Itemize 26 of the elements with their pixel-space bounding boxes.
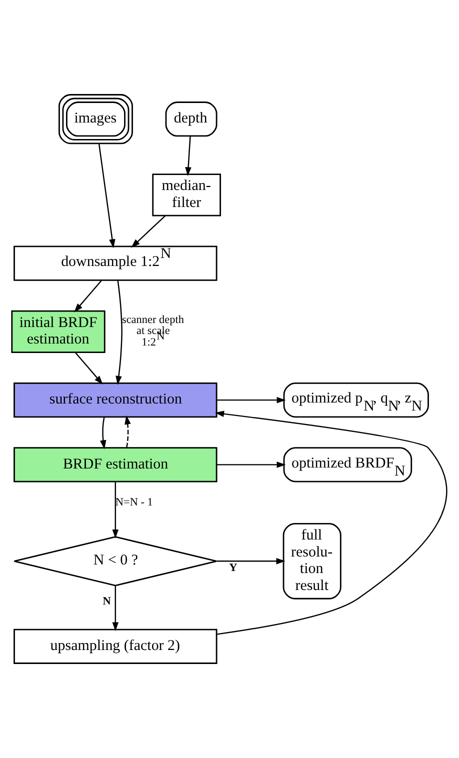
arrow bbox=[185, 136, 192, 176]
node-box: upsampling (factor 2) bbox=[14, 628, 218, 664]
arrow bbox=[98, 143, 116, 248]
edge-label: N bbox=[102, 596, 111, 608]
edge-label: N=N - 1 bbox=[115, 496, 153, 509]
node-box: surface reconstruction bbox=[14, 382, 218, 418]
edge-label: Y bbox=[229, 562, 238, 574]
arrow bbox=[216, 462, 286, 468]
node-box: median- filter bbox=[152, 174, 221, 216]
node-box: BRDF estimation bbox=[14, 447, 218, 482]
arrow bbox=[131, 215, 166, 248]
arrow bbox=[112, 586, 119, 632]
arrow bbox=[124, 415, 131, 448]
arrow bbox=[116, 280, 122, 385]
node-box: depth bbox=[165, 102, 218, 137]
arrow bbox=[112, 482, 119, 538]
arrow bbox=[216, 396, 286, 404]
node-box: full resolu- tion result bbox=[282, 523, 342, 600]
arrow bbox=[216, 558, 286, 564]
arrow bbox=[74, 352, 103, 385]
node-box: initial BRDF estimation bbox=[11, 310, 106, 353]
arrow bbox=[74, 280, 102, 312]
arrow bbox=[215, 410, 447, 635]
node-box: images bbox=[58, 94, 133, 144]
arrow bbox=[100, 417, 106, 450]
node-diamond: N < 0 ? bbox=[14, 536, 218, 586]
